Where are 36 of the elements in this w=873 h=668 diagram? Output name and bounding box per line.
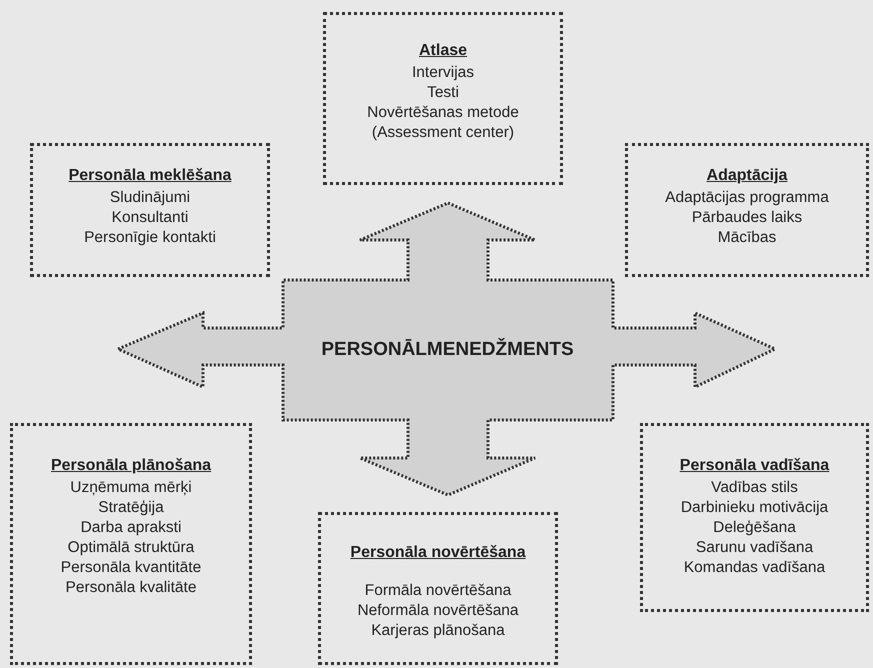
list-item: Karjeras plānošana: [371, 621, 505, 641]
box-heading: Atlase: [418, 41, 468, 61]
list-item: Intervijas: [412, 63, 474, 83]
list-item: Personīgie kontakti: [84, 228, 216, 248]
list-item: Formāla novērtēšana: [364, 581, 512, 601]
list-item: Konsultanti: [112, 208, 188, 228]
list-item: Darba apraksti: [80, 518, 182, 538]
dotted-box: [323, 12, 563, 185]
box-heading: Personāla meklēšana: [68, 166, 232, 186]
list-item: Optimālā struktūra: [68, 538, 194, 558]
list-item: Vadības stils: [711, 478, 798, 498]
list-item: Deleģēšana: [713, 518, 796, 538]
list-item: Novērtēšanas metode (Assessment center): [366, 103, 520, 143]
list-item: Sarunu vadīšana: [696, 538, 814, 558]
list-item: Uzņēmuma mērķi: [70, 478, 192, 498]
list-item: Adaptācijas programma: [665, 188, 829, 208]
dotted-box: [10, 423, 252, 665]
list-item: Darbinieku motivācija: [680, 498, 828, 518]
dotted-box: [30, 143, 270, 277]
list-item: Sludinājumi: [110, 188, 190, 208]
list-item: Komandas vadīšana: [684, 558, 826, 578]
list-item: Stratēģija: [98, 498, 164, 518]
dotted-box: [318, 512, 558, 665]
list-item: Personāla kvantitāte: [60, 558, 202, 578]
box-heading: Personāla plānošana: [50, 456, 212, 476]
box-heading: Personāla novērtēšana: [350, 543, 526, 563]
list-item: Neformāla novērtēšana: [357, 601, 519, 621]
dotted-box: [640, 423, 869, 612]
list-item: Testi: [427, 83, 459, 103]
list-item: Mācības: [718, 228, 776, 248]
list-item: Personāla kvalitāte: [66, 578, 196, 598]
box-heading: Adaptācija: [706, 166, 788, 186]
box-heading: Personāla vadīšana: [680, 456, 830, 476]
center-title: PERSONĀLMENEDŽMENTS: [321, 337, 574, 362]
list-item: Pārbaudes laiks: [692, 208, 802, 228]
dotted-box: [625, 143, 869, 277]
